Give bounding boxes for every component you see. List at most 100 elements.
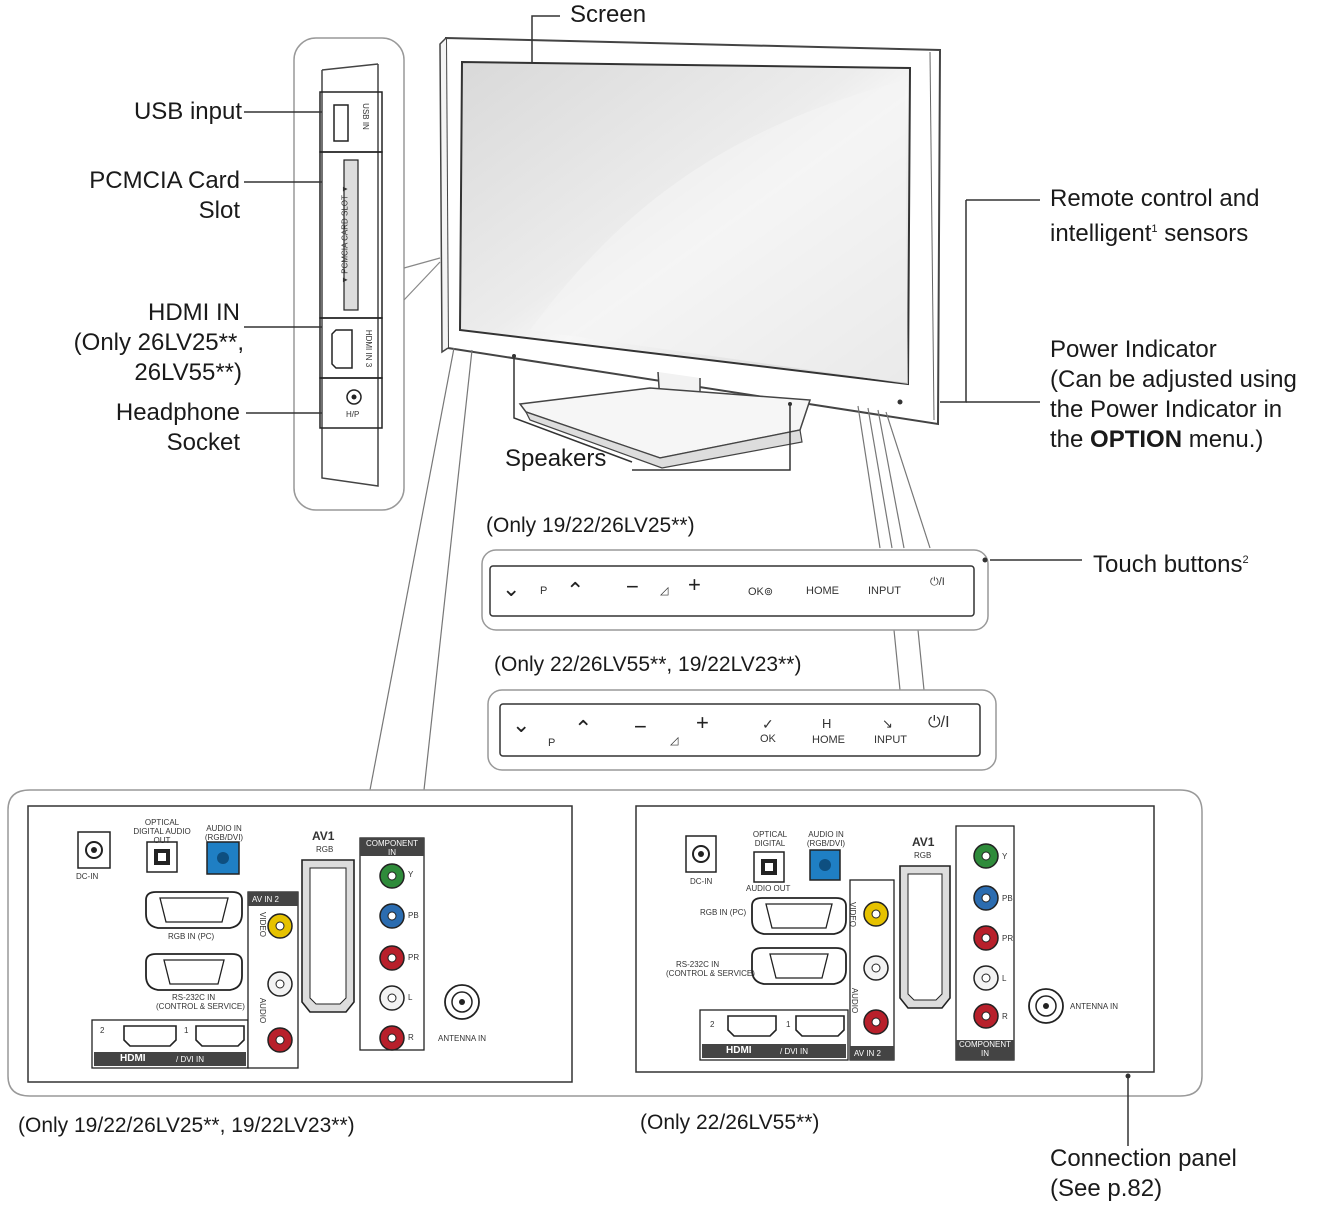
home-icon: H <box>822 716 832 731</box>
touch1-p-label: P <box>540 585 548 597</box>
power-indicator-note-line3: the OPTION menu.) <box>1050 426 1264 453</box>
p1-audio-in-label: AUDIO IN (RGB/DVI) <box>204 824 244 842</box>
p2-video-label: VIDEO <box>847 902 857 927</box>
headphone-label-line2: Socket <box>166 429 240 456</box>
p1-hdmi-port1-label: 1 <box>184 1026 189 1035</box>
p1-component-label: COMPONENT IN <box>366 839 418 857</box>
panel-2-ports <box>685 825 1064 1061</box>
p1-av1-label: AV1 <box>312 829 335 843</box>
p2-pb-label: PB <box>1002 894 1013 903</box>
touch1-home-button[interactable]: HOME <box>806 585 839 597</box>
p1-pr-label: PR <box>408 953 420 962</box>
volume-down-icon-2[interactable]: − <box>634 714 647 739</box>
pcmcia-label-line1: PCMCIA Card <box>89 167 240 194</box>
hdmi-label-line2: (Only 26LV25**, <box>73 329 244 356</box>
channel-up-icon-2[interactable]: ⌃ <box>574 716 593 741</box>
channel-down-icon[interactable]: ⌄ <box>502 576 521 601</box>
touch-bar-1-inner <box>489 565 975 617</box>
p1-audio-label: AUDIO <box>258 997 268 1024</box>
touch-buttons-label: Touch buttons2 <box>1093 551 1249 578</box>
panel-1-ports <box>77 831 480 1069</box>
volume-icon: ◿ <box>660 585 669 597</box>
panel-1-frame <box>27 805 573 1083</box>
p1-optical-label: OPTICAL DIGITAL AUDIO OUT <box>133 818 191 845</box>
p2-audio-out-label: AUDIO OUT <box>746 884 791 893</box>
power-indicator-label: Power Indicator <box>1050 336 1217 363</box>
p2-audio-in-label: AUDIO IN (RGB/DVI) <box>806 830 846 848</box>
p2-rs232-label: RS-232C IN <box>676 960 720 969</box>
p2-hdmi-port1-label: 1 <box>786 1020 791 1029</box>
p1-pb-label: PB <box>408 911 419 920</box>
p2-r-label: R <box>1002 1012 1008 1021</box>
hdmi-label-line1: HDMI IN <box>148 299 240 326</box>
p2-l-label: L <box>1002 974 1007 983</box>
hdmi-label-line3: 26LV55**) <box>134 359 242 386</box>
p2-av1-label: AV1 <box>912 835 935 849</box>
p1-l-label: L <box>408 993 413 1002</box>
p2-av-in2-label: AV IN 2 <box>854 1049 881 1058</box>
pcmcia-label-line2: Slot <box>198 197 240 224</box>
volume-down-icon[interactable]: − <box>626 574 639 599</box>
connection-panel-ref: (See p.82) <box>1050 1175 1163 1202</box>
headphone-label-line1: Headphone <box>115 399 240 426</box>
touch2-power-button[interactable]: ⏻/I <box>928 714 950 731</box>
usb-input-label: USB input <box>133 98 242 125</box>
p2-dc-in-label: DC-IN <box>690 877 713 886</box>
panel-2-frame <box>635 805 1155 1073</box>
panel-1-caption: (Only 19/22/26LV25**, 19/22LV23**) <box>18 1114 355 1137</box>
touch2-home-button[interactable]: HOME <box>812 734 845 746</box>
p1-rgb-in-label: RGB IN (PC) <box>168 932 215 941</box>
touch-bar-2-inner <box>499 703 981 757</box>
p1-r-label: R <box>408 1033 414 1042</box>
touch2-input-button[interactable]: INPUT <box>874 734 907 746</box>
p2-rgb-in-label: RGB IN (PC) <box>700 908 747 917</box>
touch1-power-button[interactable]: ⏻/I <box>930 576 945 588</box>
p2-rs232-sub-label: (CONTROL & SERVICE) <box>666 969 755 978</box>
touch-bar-2-outer <box>487 689 997 771</box>
p1-av-in2-label: AV IN 2 <box>252 895 279 904</box>
p1-antenna-label: ANTENNA IN <box>437 1034 486 1043</box>
p2-dvi-in-label: / DVI IN <box>780 1047 809 1056</box>
input-arrow-icon: ↘ <box>882 716 893 731</box>
p1-y-label: Y <box>408 870 414 879</box>
check-icon: ✓ <box>762 716 774 732</box>
p2-optical-label: OPTICAL DIGITAL <box>752 830 788 848</box>
volume-icon-2: ◿ <box>670 735 679 747</box>
p2-pr-label: PR <box>1002 934 1014 943</box>
remote-label-line2: intelligent1 sensors <box>1050 220 1249 247</box>
p2-rgb-label: RGB <box>914 851 932 860</box>
power-indicator-note-line1: (Can be adjusted using <box>1050 366 1297 393</box>
volume-up-icon-2[interactable]: + <box>696 710 709 735</box>
headphone-port-label: H/P <box>346 410 360 419</box>
remote-label-line1: Remote control and <box>1050 185 1260 212</box>
usb-port-label: USB IN <box>360 103 370 130</box>
p2-hdmi-brand: HDMI <box>726 1045 752 1056</box>
p2-antenna-label: ANTENNA IN <box>1070 1002 1119 1011</box>
volume-up-icon[interactable]: + <box>688 572 701 597</box>
panels-outer <box>7 789 1203 1097</box>
touch1-input-button[interactable]: INPUT <box>868 585 901 597</box>
touch-bar-1-caption: (Only 19/22/26LV25**) <box>486 514 695 537</box>
p2-audio-label: AUDIO <box>850 987 860 1014</box>
pcmcia-slot-label: ▼ PCMCIA CARD SLOT ▼ <box>340 185 350 284</box>
hdmi-port-label: HDMI IN 3 <box>364 329 374 368</box>
p1-video-label: VIDEO <box>257 912 267 937</box>
p2-component-label: COMPONENT IN <box>959 1040 1011 1058</box>
screen-label: Screen <box>570 1 647 28</box>
side-panel-outline <box>293 37 405 511</box>
p2-y-label: Y <box>1002 852 1008 861</box>
touch1-ok-button[interactable]: OK⊚ <box>748 586 774 598</box>
touch2-ok-button[interactable]: OK <box>760 733 776 745</box>
p1-rgb-label: RGB <box>316 845 334 854</box>
touch-bar-2-caption: (Only 22/26LV55**, 19/22LV23**) <box>494 653 802 676</box>
panel-2-caption: (Only 22/26LV55**) <box>640 1111 820 1134</box>
side-panel-edge <box>321 63 379 487</box>
p2-hdmi-port2-label: 2 <box>710 1020 715 1029</box>
speakers-label: Speakers <box>505 445 607 472</box>
channel-down-icon-2[interactable]: ⌄ <box>512 712 531 737</box>
channel-up-icon[interactable]: ⌃ <box>566 578 585 603</box>
p1-rs232-label: RS-232C IN <box>172 993 216 1002</box>
p1-dvi-in-label: / DVI IN <box>176 1055 205 1064</box>
